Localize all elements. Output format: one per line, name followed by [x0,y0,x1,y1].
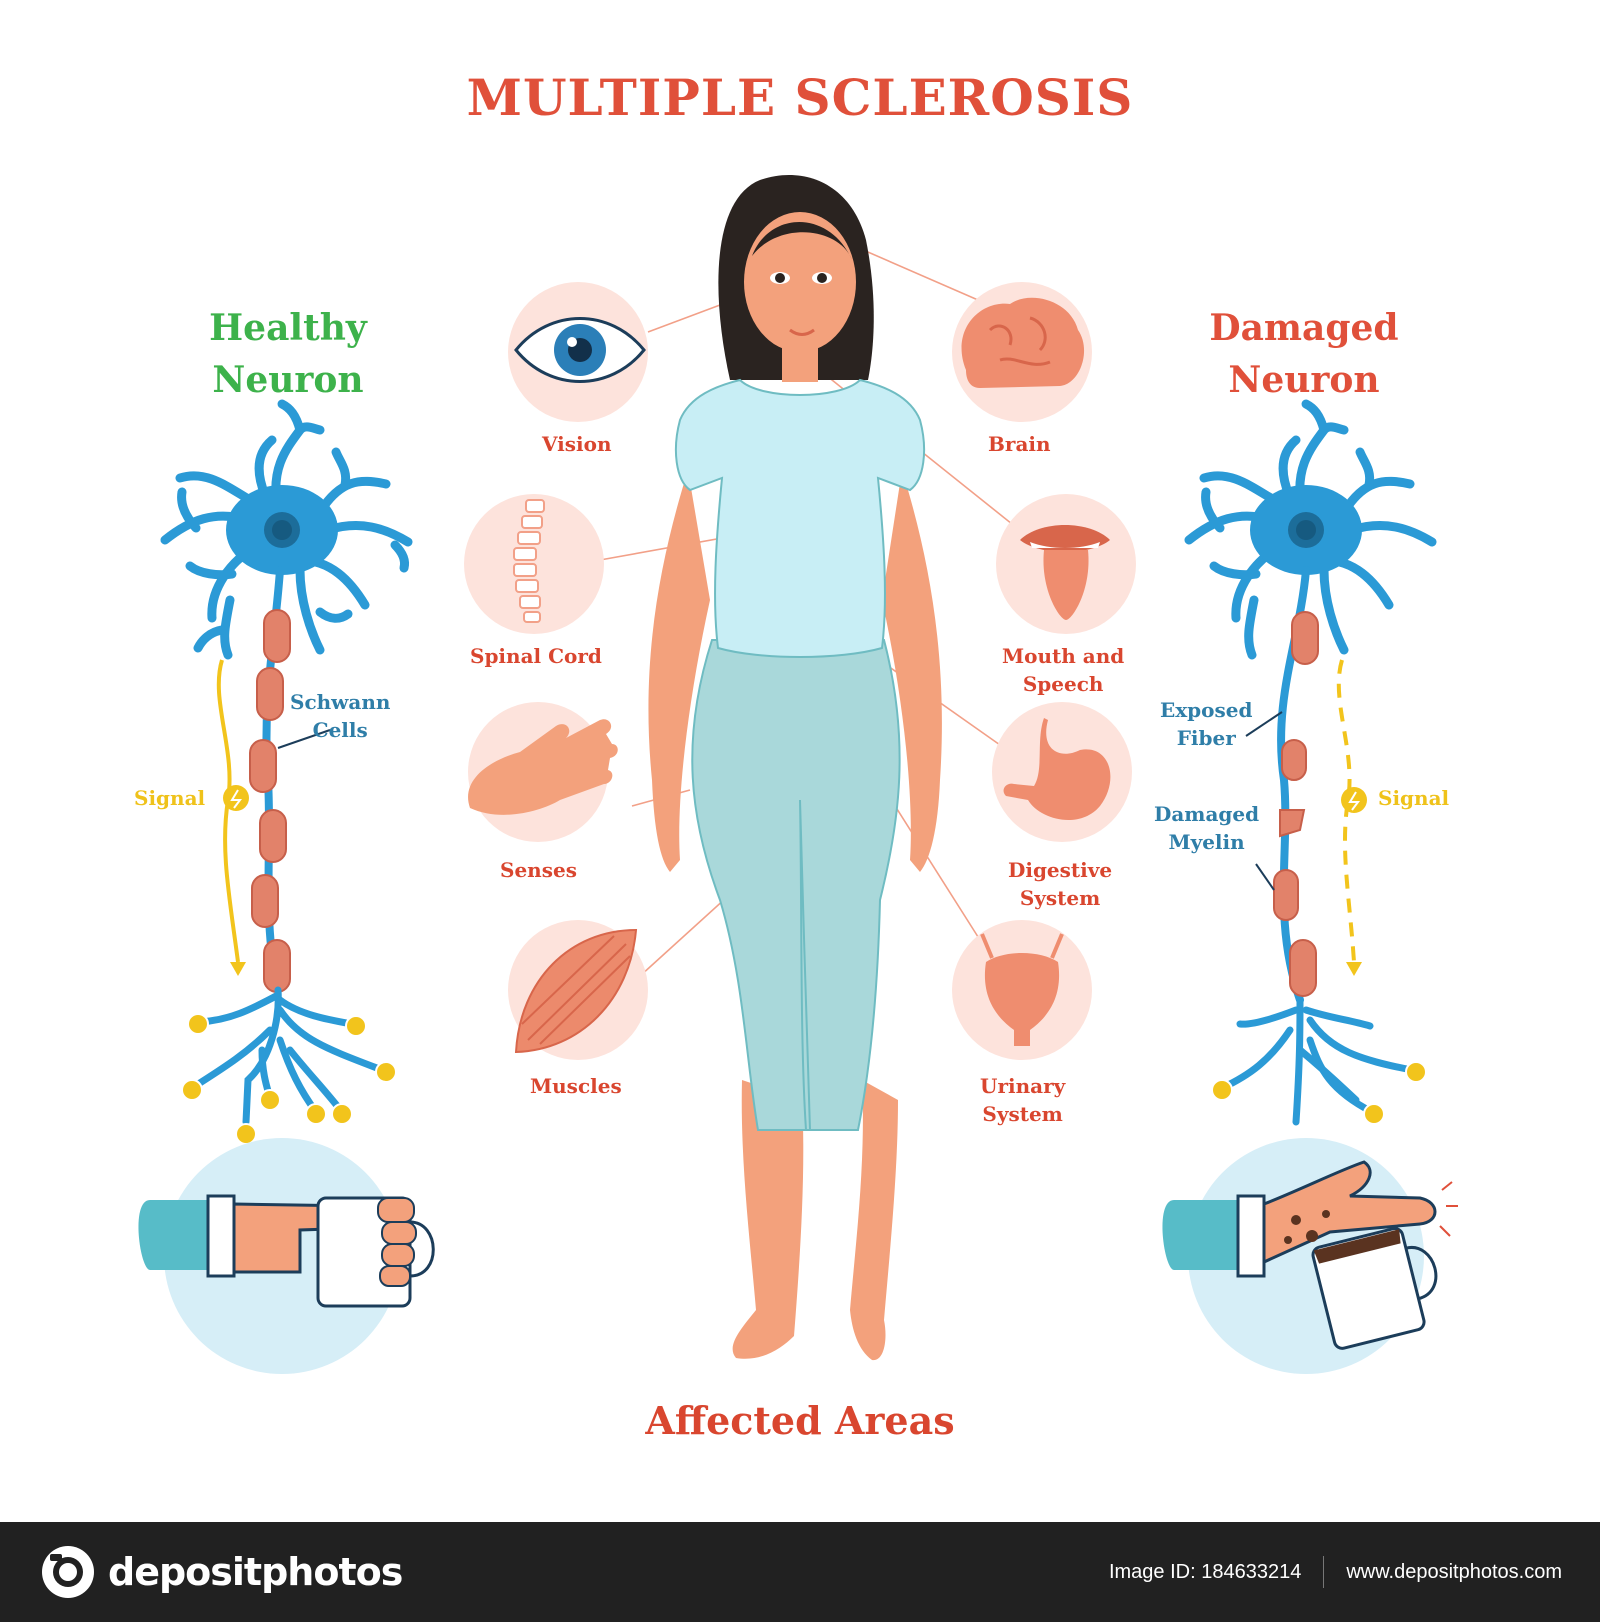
urinary-label: Urinary System [980,1072,1065,1128]
schwann-label: Schwann Cells [290,688,390,744]
muscle-icon [508,920,648,1060]
damaged-signal-label: Signal [1378,784,1449,812]
affected-areas-caption: Affected Areas [0,1398,1600,1443]
hand-icon [468,702,618,842]
mouth-label-line2: Speech [1002,670,1124,698]
digestive-label-line2: System [1008,884,1112,912]
senses-label: Senses [500,856,577,884]
mouth-label-line1: Mouth and [1002,642,1124,670]
damaged-terminal-branches [1222,1000,1412,1122]
brain-icon [952,282,1092,422]
damaged-hand-illustration [1162,1138,1458,1374]
damaged-signal-arrow [1339,660,1367,976]
healthy-signal-arrow [219,660,249,976]
muscles-label: Muscles [530,1072,622,1100]
damaged-myelin-label: Damaged Myelin [1154,800,1259,856]
footer-divider [1323,1556,1324,1588]
spine-icon [464,494,604,634]
image-id: Image ID: 184633214 [1109,1561,1301,1584]
footer-bar: depositphotos Image ID: 184633214 www.de… [0,1522,1600,1622]
site-url[interactable]: www.depositphotos.com [1346,1561,1562,1584]
mouth-icon [996,494,1136,634]
exposed-fiber-label: Exposed Fiber [1160,696,1252,752]
exposed-label-line2: Fiber [1160,724,1252,752]
bladder-icon [952,920,1092,1060]
digestive-label-line1: Digestive [1008,856,1112,884]
brand-name: depositphotos [108,1550,402,1594]
healthy-terminal-branches [192,990,382,1122]
urinary-label-line1: Urinary [980,1072,1065,1100]
brand-logo[interactable]: depositphotos [40,1544,402,1600]
damaged-label-line1: Damaged [1154,800,1259,828]
healthy-signal-label: Signal [134,784,205,812]
healthy-hand-illustration [138,1138,433,1374]
vision-icon [508,282,648,422]
woman-figure [648,175,941,1360]
brain-label: Brain [988,430,1051,458]
exposed-label-line1: Exposed [1160,696,1252,724]
diagram-canvas [0,0,1600,1522]
schwann-label-line1: Schwann [290,688,390,716]
spinal-cord-label: Spinal Cord [470,642,602,670]
schwann-label-line2: Cells [290,716,390,744]
urinary-label-line2: System [980,1100,1065,1128]
mouth-label: Mouth and Speech [1002,642,1124,698]
damaged-myelin-pointer [1256,864,1274,890]
vision-label: Vision [542,430,612,458]
stomach-icon [992,702,1132,842]
damaged-myelin [1274,612,1318,996]
footer-info: Image ID: 184633214 www.depositphotos.co… [1109,1556,1562,1588]
damaged-synapse-dots [1212,1062,1426,1124]
camera-icon [40,1544,96,1600]
healthy-synapse-dots [182,1014,396,1144]
digestive-label: Digestive System [1008,856,1112,912]
damaged-label-line2: Myelin [1154,828,1259,856]
